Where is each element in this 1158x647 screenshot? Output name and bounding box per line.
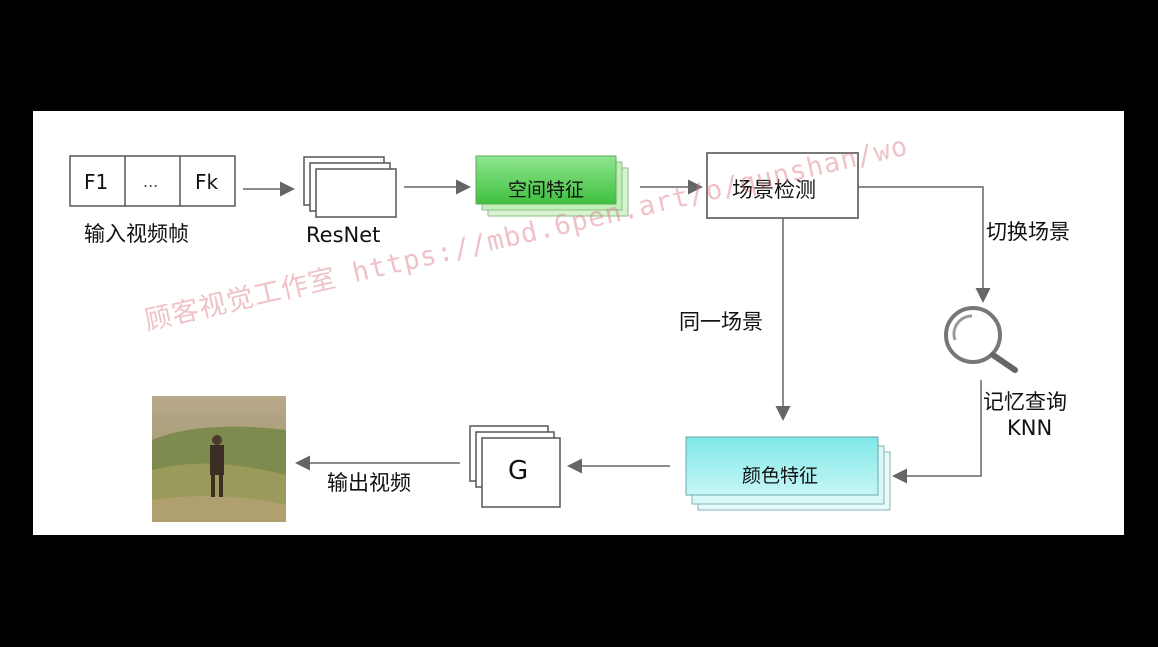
spatial-feature-label: 空间特征 (508, 179, 585, 201)
generator-label: G (508, 456, 529, 486)
output-photo (152, 396, 286, 522)
top-arrows (243, 179, 991, 484)
color-feature-stack (685, 436, 891, 511)
scene-detect-label: 场景检测 (732, 178, 816, 202)
input-frames-group (69, 155, 236, 207)
frame-ellipsis-label: ... (143, 172, 159, 191)
output-video-label: 输出视频 (327, 471, 411, 495)
magnifier-icon (944, 306, 1018, 373)
input-frames-caption: 输入视频帧 (84, 222, 189, 246)
same-scene-label: 同一场景 (679, 310, 763, 334)
switch-scene-label: 切换场景 (986, 220, 1070, 244)
generator-stack (469, 425, 561, 508)
color-feature-label: 颜色特征 (742, 465, 819, 487)
scene-detect-box (706, 152, 859, 219)
resnet-stack (303, 156, 397, 218)
frame-last-label: Fk (195, 170, 219, 194)
knn-label: KNN (1007, 416, 1053, 440)
frame-first-label: F1 (84, 170, 109, 194)
resnet-label: ResNet (306, 223, 381, 247)
memory-query-label: 记忆查询 (983, 390, 1067, 414)
spatial-feature-stack (475, 155, 629, 217)
